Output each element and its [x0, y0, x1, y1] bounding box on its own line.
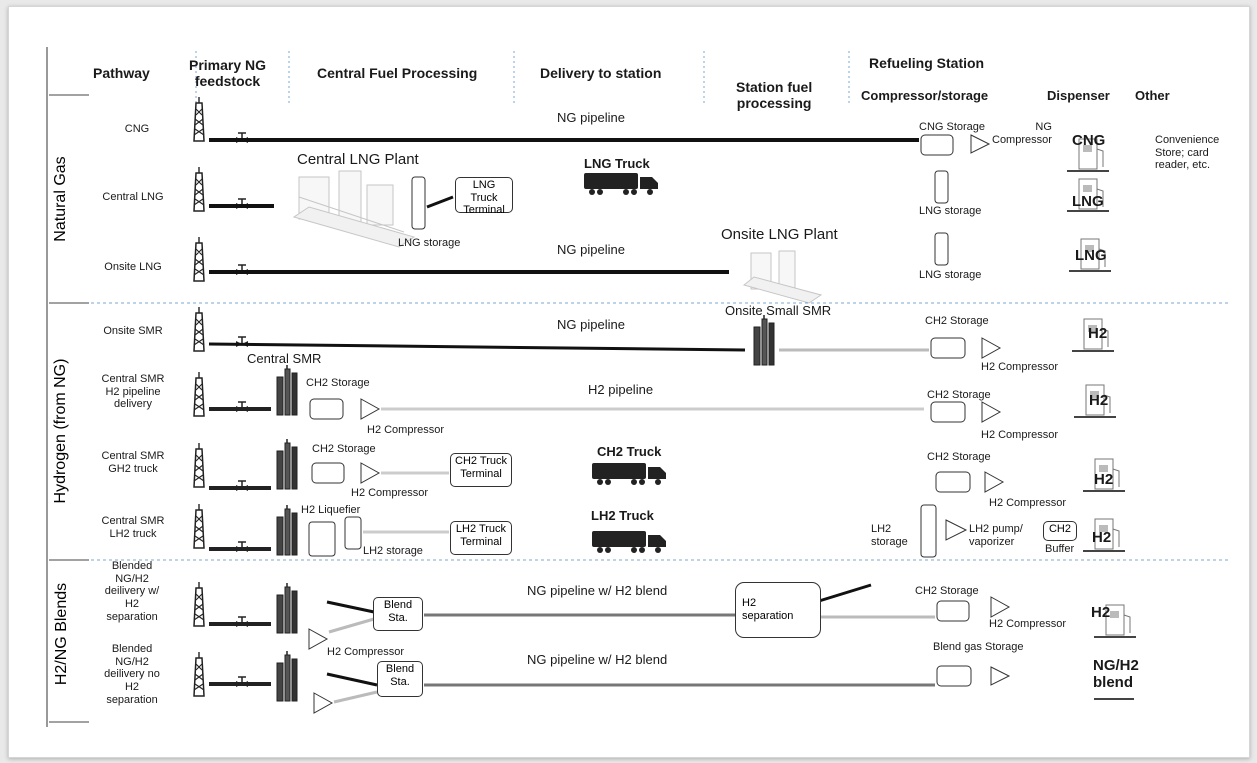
- label-onsite-lng-plant: Onsite LNG Plant: [721, 226, 838, 243]
- label-lng-storage-station-1: LNG storage: [919, 205, 982, 217]
- row-label-onsite-smr: Onsite SMR: [103, 325, 163, 337]
- label-buffer: Buffer: [1045, 543, 1075, 555]
- header-compressor: Compressor/storage: [861, 88, 989, 103]
- label-h2-liquefier: H2 Liquefier: [301, 504, 361, 516]
- label-ng-pipeline-blend-2: NG pipeline w/ H2 blend: [527, 652, 668, 667]
- row-label-blend-separation: Blended NG/H2 deilivery w/ H2 separation: [104, 560, 160, 623]
- diagram-canvas: Pathway Primary NG feedstock Central Fue…: [8, 6, 1250, 758]
- header-feedstock: Primary NG feedstock: [189, 57, 267, 90]
- label-h2-pipeline: H2 pipeline: [588, 382, 654, 397]
- label-ng-pipeline-onsite-smr: NG pipeline: [557, 317, 625, 332]
- label-lh2-pump-vaporizer: LH2 pump/ vaporizer: [969, 523, 1023, 548]
- label-lng-truck: LNG Truck: [584, 156, 650, 171]
- lng-truck-terminal-box: LNG Truck Terminal: [455, 177, 513, 216]
- blend-station-box-1: Blend Sta.: [373, 597, 423, 631]
- label-central-smr: Central SMR: [247, 351, 322, 366]
- label-h2-compressor-central-2: H2 Compressor: [351, 487, 429, 499]
- dispenser-h2-3: H2: [1094, 471, 1114, 488]
- dispenser-lng-2: LNG: [1075, 247, 1107, 264]
- label-h2-compressor-central-1: H2 Compressor: [367, 424, 445, 436]
- header-dispenser: Dispenser: [1047, 88, 1110, 103]
- label-ng-pipeline-cng: NG pipeline: [557, 110, 625, 125]
- row-label-blend-no-separation: Blended NG/H2 deilivery no H2 separation: [104, 643, 160, 706]
- header-delivery: Delivery to station: [540, 65, 662, 81]
- label-lng-storage-station-2: LNG storage: [919, 269, 982, 281]
- row-label-cng: CNG: [124, 123, 150, 135]
- lh2-truck-terminal-box: LH2 Truck Terminal: [450, 521, 512, 555]
- label-blend-gas-storage: Blend gas Storage: [933, 641, 1024, 653]
- dispenser-h2-5: H2: [1091, 604, 1111, 621]
- label-convenience: Convenience Store; card reader, etc.: [1155, 134, 1220, 172]
- row-label-onsite-lng: Onsite LNG: [104, 261, 162, 273]
- dispenser-h2-2: H2: [1089, 392, 1109, 409]
- blend-station-box-2: Blend Sta.: [377, 661, 423, 697]
- diagram-graphics: [46, 47, 1229, 727]
- label-ch2-storage-central-1: CH2 Storage: [306, 377, 370, 389]
- dispenser-lng-1: LNG: [1072, 193, 1104, 210]
- label-central-lng-plant: Central LNG Plant: [297, 151, 419, 168]
- label-lh2-truck: LH2 Truck: [591, 508, 654, 523]
- label-ch2-storage-3: CH2 Storage: [927, 451, 991, 463]
- label-onsite-small-smr: Onsite Small SMR: [725, 303, 832, 318]
- dispenser-h2-4: H2: [1092, 529, 1112, 546]
- ch2-truck-terminal-box: CH2 Truck Terminal: [450, 453, 512, 487]
- row-label-central-smr-pipeline: Central SMR H2 pipeline delivery: [101, 373, 165, 411]
- label-ng-pipeline-onsite-lng: NG pipeline: [557, 242, 625, 257]
- row-label-central-lng: Central LNG: [102, 191, 164, 203]
- header-other: Other: [1135, 88, 1170, 103]
- label-ch2-storage-4: CH2 Storage: [915, 585, 979, 597]
- label-lh2-storage-station: LH2 storage: [871, 523, 908, 548]
- label-lh2-storage-central: LH2 storage: [363, 545, 423, 557]
- label-ch2-storage-2: CH2 Storage: [927, 389, 991, 401]
- label-h2-compressor-1: H2 Compressor: [981, 361, 1059, 373]
- label-ch2-truck: CH2 Truck: [597, 444, 662, 459]
- dispenser-h2-1: H2: [1088, 325, 1108, 342]
- label-h2-compressor-4: H2 Compressor: [989, 618, 1067, 630]
- header-station-processing: Station fuel processing: [736, 79, 813, 112]
- header-central: Central Fuel Processing: [317, 65, 478, 81]
- header-refueling: Refueling Station: [869, 55, 985, 71]
- label-ng-compressor: NG Compressor: [992, 121, 1052, 146]
- label-ch2-storage-1: CH2 Storage: [925, 315, 989, 327]
- h2-separation-box: H2 separation: [735, 582, 821, 638]
- dispenser-ng-h2-blend: NG/H2 blend: [1093, 657, 1139, 692]
- label-ch2-storage-central-2: CH2 Storage: [312, 443, 376, 455]
- label-ng-pipeline-blend-1: NG pipeline w/ H2 blend: [527, 583, 668, 598]
- group-hydrogen: Hydrogen (from NG): [52, 358, 69, 504]
- ch2-buffer-box: CH2: [1043, 521, 1077, 541]
- row-label-central-smr-lh2: Central SMR LH2 truck: [101, 515, 165, 540]
- label-cng-storage: CNG Storage: [919, 121, 986, 133]
- dispenser-cng: CNG: [1072, 132, 1106, 149]
- row-label-central-smr-gh2: Central SMR GH2 truck: [101, 450, 165, 475]
- label-lng-storage-central: LNG storage: [398, 237, 461, 249]
- label-h2-compressor-3: H2 Compressor: [989, 497, 1067, 509]
- group-blends: H2/NG Blends: [53, 582, 70, 686]
- group-natural-gas: Natural Gas: [52, 156, 69, 242]
- label-h2-compressor-2: H2 Compressor: [981, 429, 1059, 441]
- label-h2-compressor-blend: H2 Compressor: [327, 646, 405, 658]
- header-pathway: Pathway: [93, 65, 150, 81]
